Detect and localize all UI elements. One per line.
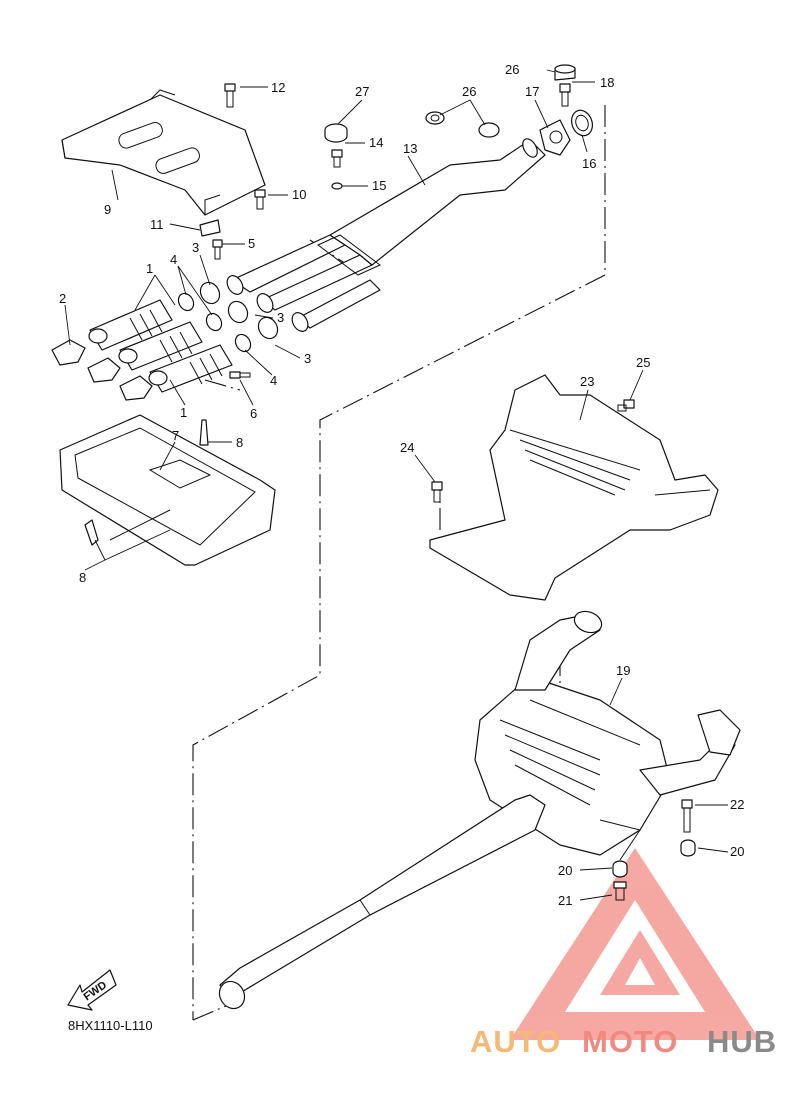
bolt-24 (431, 481, 443, 503)
rubber-cap-26-b (478, 122, 500, 138)
diagram-code: 8HX1110-L110 (68, 1018, 153, 1033)
damper-20-lower (612, 860, 628, 878)
bolt-5 (212, 239, 223, 260)
callout-labels: 12 27 26 26 18 17 16 14 13 15 10 9 11 5 … (59, 62, 744, 908)
callout-26-top: 26 (505, 62, 519, 77)
rubber-cap-26-top (554, 64, 576, 81)
muffler-heat-cover (429, 374, 719, 601)
watermark-wordmark: AUTO MOTO HUB (470, 1024, 777, 1059)
callout-27: 27 (355, 84, 369, 99)
forward-arrow-icon (67, 969, 117, 1011)
callout-24: 24 (400, 440, 414, 455)
callout-3-middle: 3 (277, 310, 284, 325)
watermark-moto: MOTO (582, 1024, 678, 1059)
watermark-hub: HUB (707, 1024, 777, 1059)
leader-lines (64, 69, 729, 901)
callout-10: 10 (292, 187, 306, 202)
callout-11: 11 (150, 217, 164, 232)
heat-shield-upper (61, 89, 266, 216)
callout-18: 18 (600, 75, 614, 90)
bolt-6 (229, 371, 251, 379)
band-clamps (199, 281, 279, 340)
callout-4-bottom: 4 (270, 373, 277, 388)
callout-6: 6 (250, 406, 257, 421)
pipe-clamp (539, 119, 571, 156)
callout-12: 12 (271, 80, 285, 95)
bracket-11 (199, 219, 221, 237)
callout-8-right: 8 (236, 435, 243, 450)
callout-22: 22 (730, 797, 744, 812)
collar-21 (613, 881, 627, 901)
callout-9: 9 (104, 202, 111, 217)
gasket-ring-16 (571, 109, 593, 137)
callout-23: 23 (580, 374, 594, 389)
damper-20-right (680, 839, 696, 857)
callout-25: 25 (636, 355, 650, 370)
bolt-18 (559, 83, 571, 107)
callout-17: 17 (525, 84, 539, 99)
callout-3-top: 3 (192, 240, 199, 255)
bolt-10 (254, 189, 266, 210)
callout-21: 21 (558, 893, 572, 908)
watermark-auto: AUTO (470, 1024, 561, 1059)
washer-15 (331, 182, 343, 190)
callout-20-right: 20 (730, 844, 744, 859)
rivet-8-right (199, 419, 209, 446)
callout-3-bottom: 3 (304, 351, 311, 366)
bolt-14 (331, 149, 343, 168)
rubber-cap-27 (324, 123, 348, 143)
callout-26-middle: 26 (462, 84, 476, 99)
callout-4-top: 4 (170, 252, 177, 267)
exhaust-y-pipe (226, 138, 546, 332)
exhaust-gaskets (51, 328, 168, 401)
callout-1-bottom: 1 (180, 405, 187, 420)
grommet-26 (425, 111, 445, 125)
callout-1-top: 1 (146, 261, 153, 276)
bolt-22 (681, 799, 693, 833)
callout-19: 19 (616, 663, 630, 678)
heat-shield-lower (59, 414, 276, 566)
watermark-logo (510, 848, 760, 1040)
bolt-12 (224, 83, 236, 108)
callout-13: 13 (403, 141, 417, 156)
callout-14: 14 (369, 135, 383, 150)
callout-7: 7 (172, 428, 179, 443)
callout-5: 5 (248, 236, 255, 251)
callout-16: 16 (582, 156, 596, 171)
rivet-8-left (84, 519, 99, 546)
callout-20-lower: 20 (558, 863, 572, 878)
callout-2: 2 (59, 291, 66, 306)
callout-15: 15 (372, 178, 386, 193)
tailpipe (218, 794, 546, 1010)
seal-rings (177, 292, 252, 353)
callout-8-left: 8 (79, 570, 86, 585)
bolt-25 (617, 399, 635, 412)
